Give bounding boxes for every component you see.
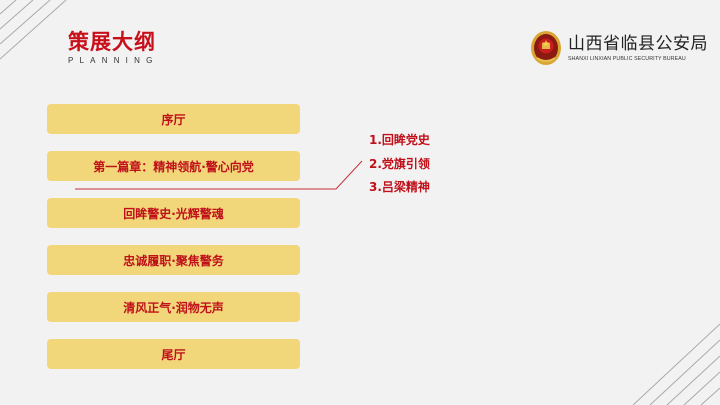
menu-item-epilogue-hall[interactable]: 尾厅 xyxy=(47,339,300,369)
subsection-lvliang-spirit[interactable]: 3.吕梁精神 xyxy=(369,180,430,194)
menu-item-integrity[interactable]: 清风正气·润物无声 xyxy=(47,292,300,322)
menu-item-prelude-hall[interactable]: 序厅 xyxy=(47,104,300,134)
menu-item-loyal-duty[interactable]: 忠诚履职·聚焦警务 xyxy=(47,245,300,275)
page-subtitle: PLANNING xyxy=(68,56,159,65)
outline-menu: 序厅 第一篇章：精神领航·警心向党 回眸警史·光辉警魂 忠诚履职·聚焦警务 清风… xyxy=(47,104,300,386)
page-header: 策展大纲 PLANNING xyxy=(68,30,159,65)
police-emblem-icon xyxy=(531,31,561,65)
brand-name-cn: 山西省临县公安局 xyxy=(568,34,708,54)
subsection-party-history[interactable]: 1.回眸党史 xyxy=(369,133,430,147)
brand-logo: 山西省临县公安局 SHANXI LINXIAN PUBLIC SECURITY … xyxy=(530,30,708,66)
chapter-one-subsections: 1.回眸党史 2.党旗引领 3.吕梁精神 xyxy=(369,129,430,200)
brand-name-en: SHANXI LINXIAN PUBLIC SECURITY BUREAU xyxy=(568,56,686,62)
page-title: 策展大纲 xyxy=(68,30,156,54)
menu-item-chapter-one[interactable]: 第一篇章：精神领航·警心向党 xyxy=(47,151,300,181)
subsection-party-flag[interactable]: 2.党旗引领 xyxy=(369,156,430,171)
menu-item-police-history[interactable]: 回眸警史·光辉警魂 xyxy=(47,198,300,228)
